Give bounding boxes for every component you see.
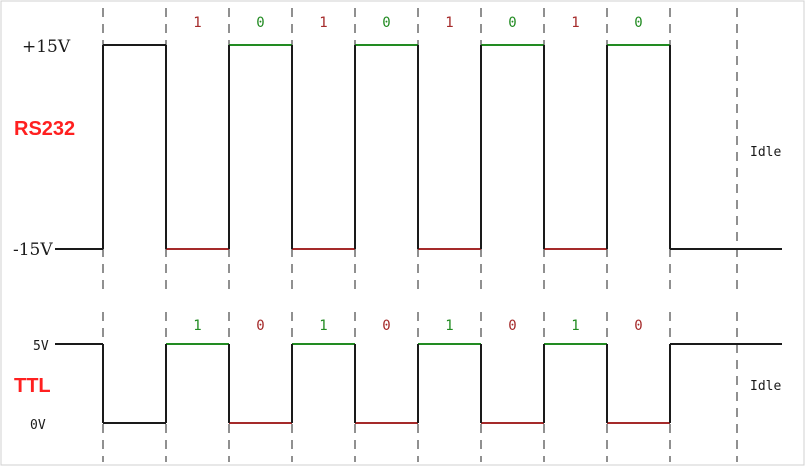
rs232-title: RS232 (14, 118, 75, 140)
rs232-bit-label-2: 1 (319, 15, 327, 31)
rs232-high-voltage-label: +15V (22, 37, 71, 57)
rs232-bit-label-1: 0 (256, 15, 264, 31)
ttl-low-voltage-label: 0V (30, 418, 46, 433)
rs232-bit-label-6: 1 (571, 15, 579, 31)
ttl-idle-label: Idle (750, 379, 781, 394)
rs232-idle-label: Idle (750, 145, 781, 160)
rs232-bit-label-3: 0 (382, 15, 390, 31)
rs232-bit-label-0: 1 (193, 15, 201, 31)
ttl-bit-label-0: 1 (193, 318, 201, 334)
rs232-waveform (55, 44, 782, 250)
ttl-bit-label-2: 1 (319, 318, 327, 334)
bit-boundary-dashes (102, 8, 738, 462)
ttl-bit-label-6: 1 (571, 318, 579, 334)
ttl-title: TTL (14, 375, 51, 397)
rs232-low-voltage-label: -15V (13, 240, 53, 260)
rs232-bit-label-7: 0 (634, 15, 642, 31)
ttl-bit-label-7: 0 (634, 318, 642, 334)
rs232-bit-label-4: 1 (445, 15, 453, 31)
ttl-waveform (55, 343, 782, 424)
ttl-bit-label-5: 0 (508, 318, 516, 334)
ttl-bit-label-3: 0 (382, 318, 390, 334)
bit-labels: 1 0 1 0 1 0 1 0 1 0 1 0 1 0 1 0 (193, 15, 642, 334)
ttl-bit-label-1: 0 (256, 318, 264, 334)
ttl-high-voltage-label: 5V (33, 339, 49, 354)
rs232-bit-label-5: 0 (508, 15, 516, 31)
ttl-bit-label-4: 1 (445, 318, 453, 334)
